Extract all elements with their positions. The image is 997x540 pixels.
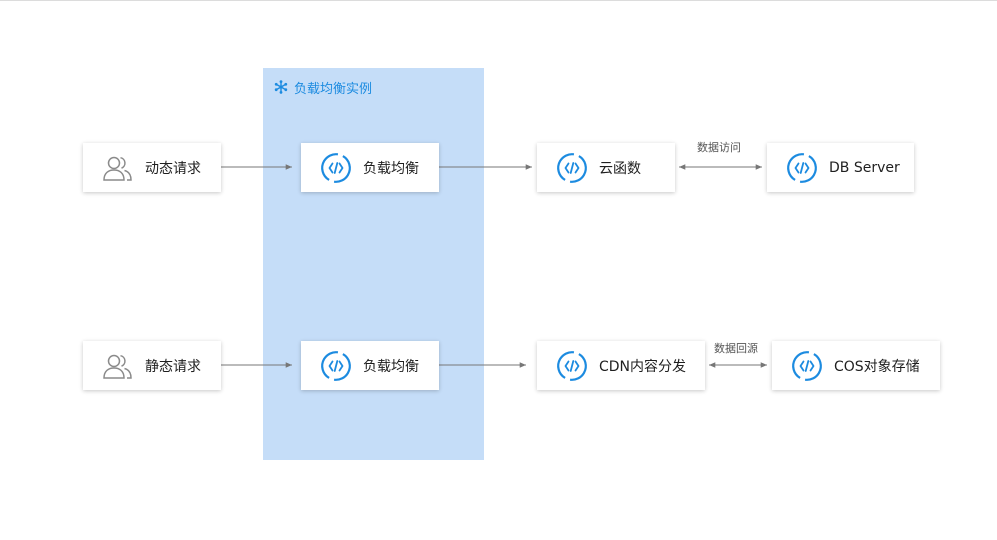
node-static-request[interactable]: 静态请求 <box>83 341 221 390</box>
node-label: 静态请求 <box>145 358 201 375</box>
node-label: 云函数 <box>599 160 641 177</box>
node-db-server[interactable]: DB Server <box>767 143 914 192</box>
node-load-balancer-bottom[interactable]: 负载均衡 <box>301 341 439 390</box>
load-balancer-instance-group <box>263 68 484 460</box>
group-title: 负载均衡实例 <box>274 78 373 97</box>
cluster-icon <box>274 80 288 94</box>
node-cloud-function[interactable]: 云函数 <box>537 143 675 192</box>
users-icon <box>103 354 132 379</box>
users-icon <box>103 156 132 181</box>
node-cos[interactable]: COS对象存储 <box>772 341 940 390</box>
api-service-icon <box>321 152 351 183</box>
api-service-icon <box>787 152 817 183</box>
top-divider <box>0 0 997 1</box>
edge-label-data-access: 数据访问 <box>697 141 741 154</box>
group-title-label: 负载均衡实例 <box>294 81 373 97</box>
api-service-icon <box>321 350 351 381</box>
api-service-icon <box>557 350 587 381</box>
node-label: 负载均衡 <box>363 160 419 177</box>
api-service-icon <box>792 350 822 381</box>
node-label: 动态请求 <box>145 160 201 177</box>
edge-label-data-origin: 数据回源 <box>714 342 758 355</box>
node-label: 负载均衡 <box>363 358 419 375</box>
node-label: COS对象存储 <box>834 358 920 375</box>
node-load-balancer-top[interactable]: 负载均衡 <box>301 143 439 192</box>
node-label: DB Server <box>829 159 900 176</box>
node-label: CDN内容分发 <box>599 358 687 375</box>
api-service-icon <box>557 152 587 183</box>
node-cdn[interactable]: CDN内容分发 <box>537 341 705 390</box>
node-dynamic-request[interactable]: 动态请求 <box>83 143 221 192</box>
